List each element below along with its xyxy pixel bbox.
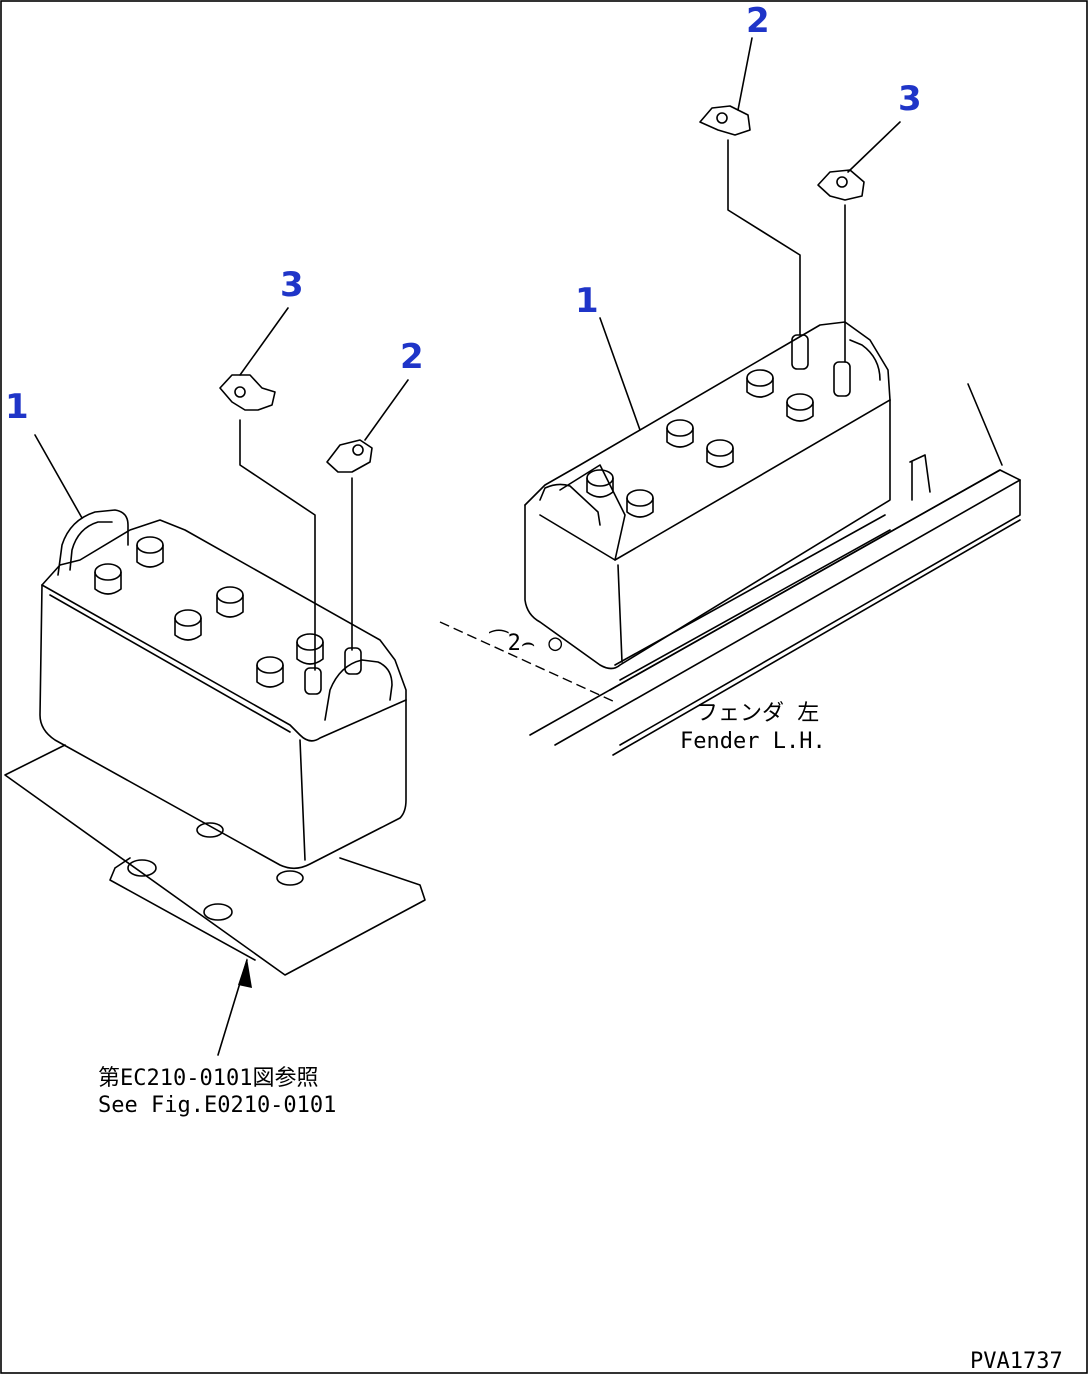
figure-id: PVA1737 [970, 1349, 1063, 1374]
right-battery: ⁀2⌢ ◯ [439, 321, 1021, 756]
callout-left-battery: 1 [5, 387, 29, 427]
callout-right-terminal-minus: 3 [898, 79, 922, 119]
left-terminal-minus [219, 374, 316, 671]
callout-right-battery: 1 [575, 281, 599, 321]
fender-label-en: Fender L.H. [680, 729, 826, 754]
leader-right-battery [599, 317, 641, 431]
fender-label-jp: フェンダ 左 [696, 701, 819, 726]
callout-left-terminal-minus: 3 [280, 265, 304, 305]
see-fig-label-en: See Fig.E0210-0101 [98, 1093, 336, 1118]
leader-right-plus [737, 37, 753, 111]
right-terminal-minus [817, 169, 865, 363]
rail-marking: ⁀2⌢ ◯ [489, 629, 563, 656]
see-fig-label-jp: 第EC210-0101図参照 [98, 1066, 318, 1091]
callout-left-terminal-plus: 2 [400, 337, 424, 377]
right-terminal-plus [699, 105, 801, 336]
left-battery [4, 509, 426, 976]
see-fig-arrow [217, 958, 252, 1056]
leader-left-minus [239, 307, 289, 376]
leader-right-minus [847, 121, 901, 173]
leader-left-battery [34, 434, 83, 519]
callout-right-terminal-plus: 2 [746, 1, 770, 41]
left-terminal-plus [326, 439, 373, 651]
leader-left-plus [364, 379, 409, 441]
